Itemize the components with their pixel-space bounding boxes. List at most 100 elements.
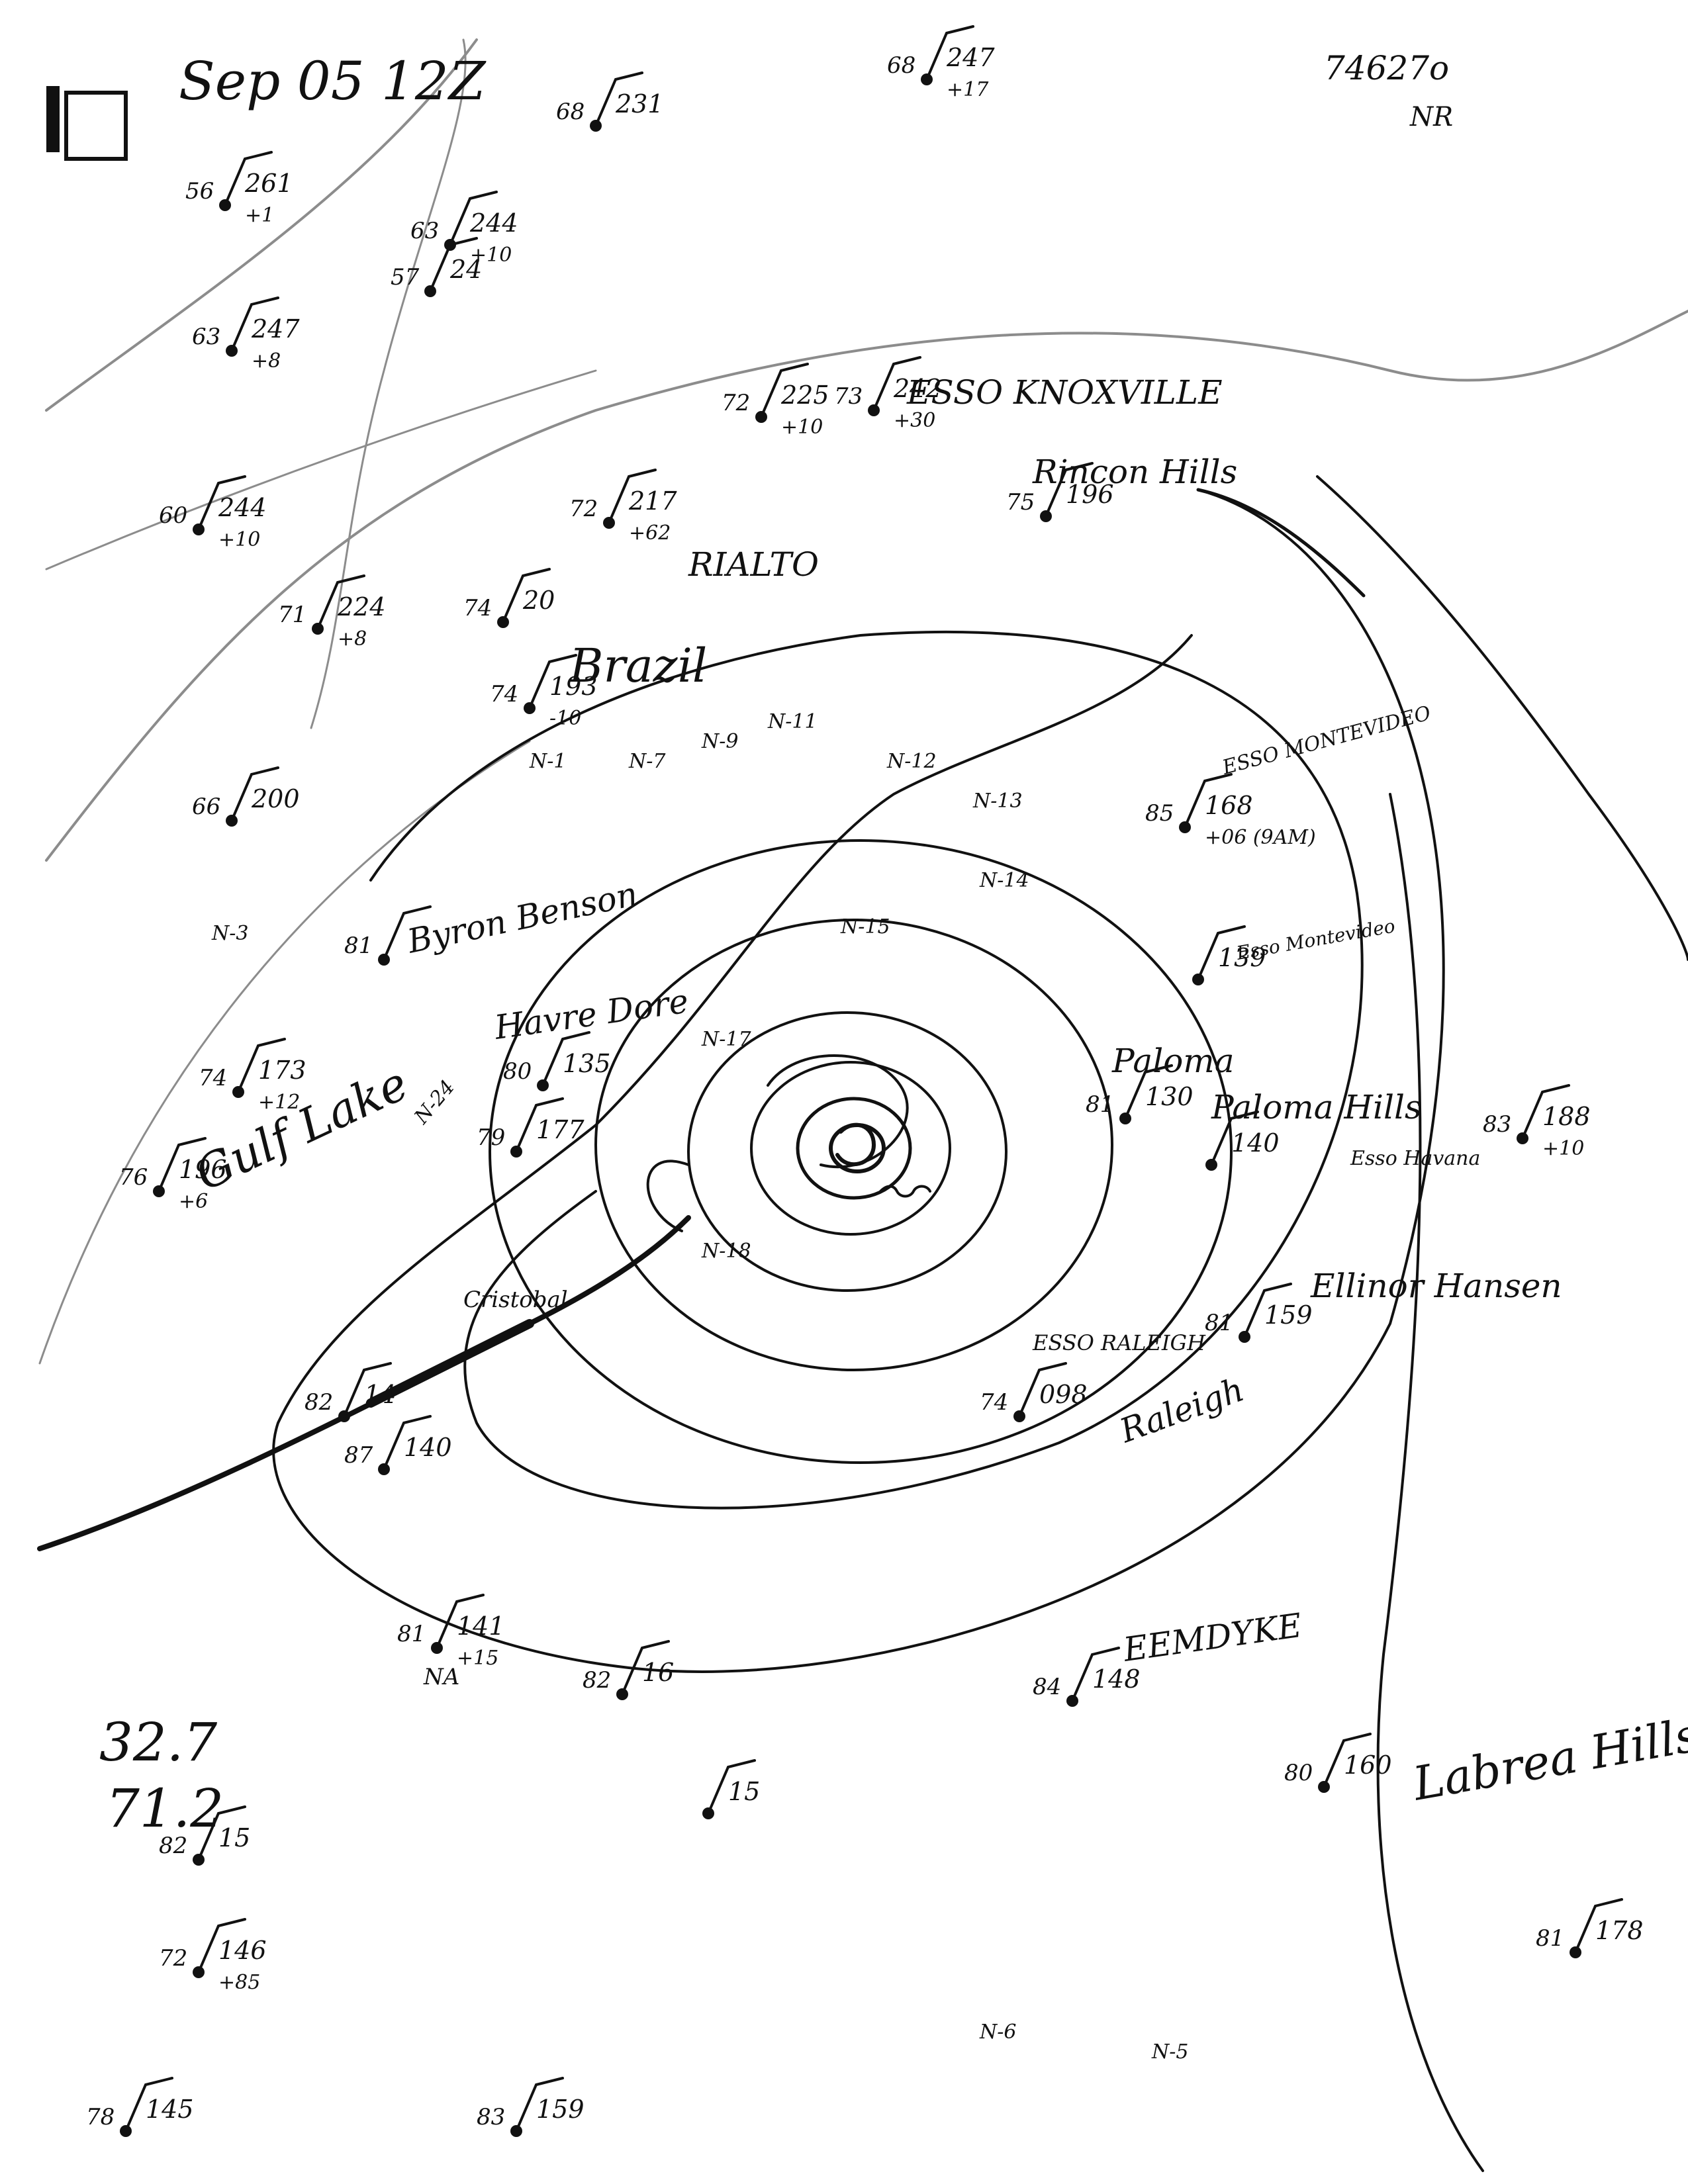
recon-label: N-24: [410, 1076, 459, 1129]
ship-labels: ESSO KNOXVILLE Rincon Hills RIALTO Brazi…: [187, 373, 1688, 1811]
storm-center: [767, 1054, 931, 1198]
ship-label: Brazil: [568, 639, 707, 693]
station-temperature: 82: [583, 1667, 611, 1694]
station-pressure: 159: [1264, 1300, 1313, 1330]
wind-barb: [1018, 1362, 1067, 1418]
ship-label: Havre Dore: [492, 981, 691, 1047]
wind-barb: [124, 2077, 173, 2132]
station-temperature: 68: [887, 52, 915, 79]
station-temperature: 60: [159, 502, 187, 529]
station-temperature: 83: [477, 2104, 505, 2130]
ship-label: RIALTO: [688, 545, 819, 584]
wind-barb: [1210, 1111, 1259, 1166]
station-pressure: 225: [780, 381, 829, 410]
wind-barb: [1574, 1898, 1623, 1954]
recon-label: N-13: [972, 790, 1023, 813]
recon-label: N-9: [701, 730, 738, 753]
station-pressure: 244: [218, 493, 267, 522]
station-temperature: 82: [305, 1389, 333, 1416]
wind-barb: [1197, 925, 1246, 981]
station-tendency: +8: [338, 627, 367, 651]
station-plot: 81: [344, 905, 432, 966]
recon-label: N-15: [840, 915, 890, 938]
station-pressure: 217: [628, 486, 677, 516]
wind-barb: [1071, 1647, 1120, 1702]
station-pressure: 141: [457, 1612, 505, 1641]
ship-label: Paloma: [1111, 1042, 1235, 1080]
station-temperature: 82: [159, 1833, 187, 1859]
recon-label: N-3: [211, 922, 248, 945]
station-pressure: 15: [728, 1777, 760, 1806]
station-pressure: 15: [218, 1823, 250, 1852]
station-pressure: 14: [364, 1380, 396, 1409]
ship-label: ESSO KNOXVILLE: [906, 373, 1223, 412]
recon-label: N-17: [701, 1028, 751, 1051]
wind-barb: [230, 296, 279, 352]
station-temperature: 73: [834, 383, 863, 410]
wind-barb: [197, 475, 246, 531]
station-temperature: 74: [199, 1065, 227, 1091]
station-pressure: 140: [1231, 1128, 1280, 1158]
station-plot: 139: [1192, 925, 1266, 985]
wind-barb: [515, 1097, 564, 1153]
station-plot: 82 15: [159, 1805, 250, 1866]
station-temperature: 63: [192, 324, 220, 350]
station-tendency: +8: [252, 349, 281, 373]
station-pressure: 139: [1218, 943, 1266, 972]
station-plot: 82 14: [305, 1362, 396, 1422]
station-pressure: 24: [449, 255, 482, 284]
station-pressure: 148: [1092, 1664, 1141, 1694]
station-temperature: 81: [1086, 1091, 1114, 1118]
station-temperature: 76: [119, 1164, 148, 1191]
station-plot: 140: [1205, 1111, 1280, 1171]
station-pressure: 145: [146, 2095, 194, 2124]
station-pressure: 231: [615, 89, 664, 118]
station-plot: 15: [702, 1759, 760, 1819]
station-temperature: 83: [1483, 1111, 1511, 1138]
wind-barb: [237, 1038, 286, 1093]
station-pressure: 16: [642, 1658, 674, 1687]
recon-label: N-6: [979, 2021, 1016, 2044]
station-temperature: 85: [1145, 800, 1174, 827]
wind-barb: [872, 356, 921, 412]
ship-label: Paloma Hills: [1211, 1088, 1422, 1126]
wind-barb: [608, 469, 657, 524]
station-pressure: 247: [251, 314, 300, 343]
station-pressure: 140: [404, 1433, 452, 1462]
wind-barb: [158, 1137, 207, 1193]
station-temperature: 72: [159, 1945, 187, 1972]
ship-label: Raleigh: [1114, 1370, 1248, 1450]
recon-label: N-12: [886, 750, 937, 773]
station-pressure: 135: [563, 1049, 611, 1078]
station-temperature: 68: [556, 99, 585, 125]
ship-label: Esso Havana: [1350, 1147, 1480, 1170]
station-pressure: 247: [946, 43, 995, 72]
wind-barb: [1323, 1733, 1372, 1788]
station-tendency: -10: [549, 707, 581, 730]
wind-barb: [224, 151, 273, 206]
station-temperature: 74: [980, 1389, 1008, 1416]
station-pressure: 160: [1344, 1751, 1392, 1780]
recon-label: N-18: [701, 1240, 751, 1263]
ship-label: Rincon Hills: [1032, 453, 1237, 491]
station-tendency: +30: [894, 409, 935, 432]
